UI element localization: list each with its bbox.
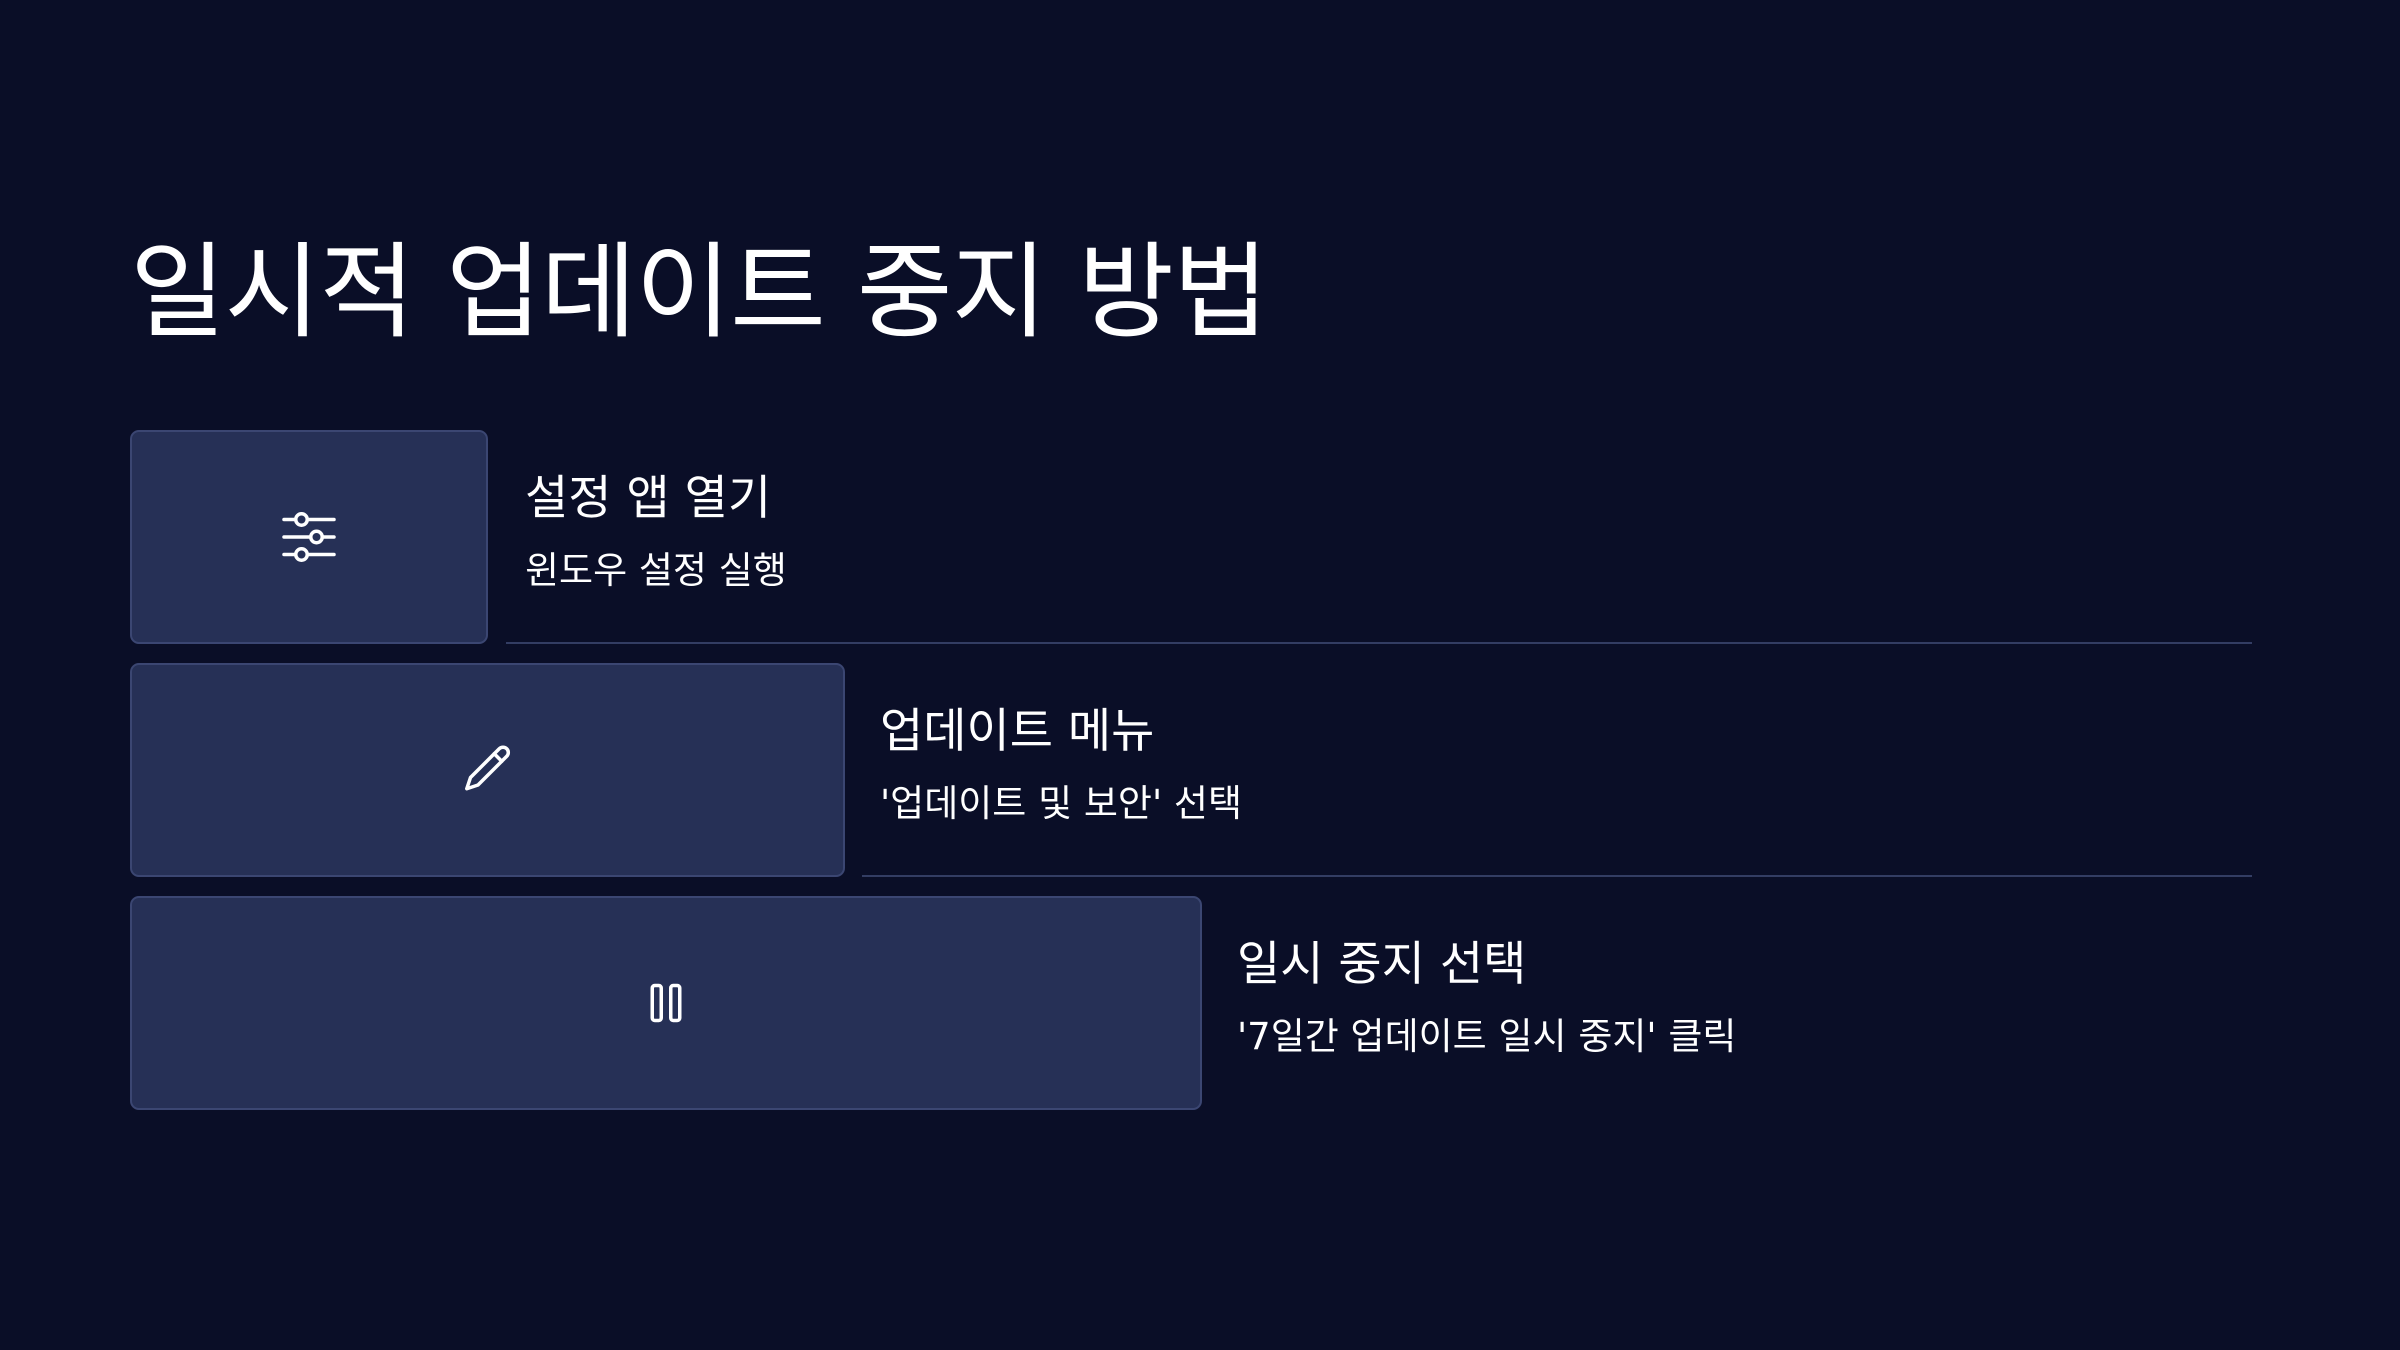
step-2-divider <box>862 875 2252 877</box>
step-3-card <box>130 896 1202 1110</box>
step-open-settings: 설정 앱 열기 윈도우 설정 실행 <box>130 430 2252 644</box>
pause-icon <box>636 973 696 1033</box>
sliders-icon <box>279 507 339 567</box>
step-3-heading: 일시 중지 선택 <box>1237 937 1527 992</box>
pencil-icon <box>458 740 518 800</box>
step-1-card <box>130 430 488 644</box>
step-2-card <box>130 663 845 877</box>
step-3-description: '7일간 업데이트 일시 중지' 클릭 <box>1237 1015 1737 1058</box>
slide-title: 일시적 업데이트 중지 방법 <box>130 231 1269 353</box>
step-1-divider <box>506 642 2252 644</box>
step-update-menu: 업데이트 메뉴 '업데이트 및 보안' 선택 <box>130 663 2252 877</box>
step-1-description: 윈도우 설정 실행 <box>525 549 787 592</box>
step-2-heading: 업데이트 메뉴 <box>880 704 1155 759</box>
step-2-description: '업데이트 및 보안' 선택 <box>880 782 1242 825</box>
step-select-pause: 일시 중지 선택 '7일간 업데이트 일시 중지' 클릭 <box>130 896 2252 1110</box>
step-1-heading: 설정 앱 열기 <box>525 471 772 526</box>
